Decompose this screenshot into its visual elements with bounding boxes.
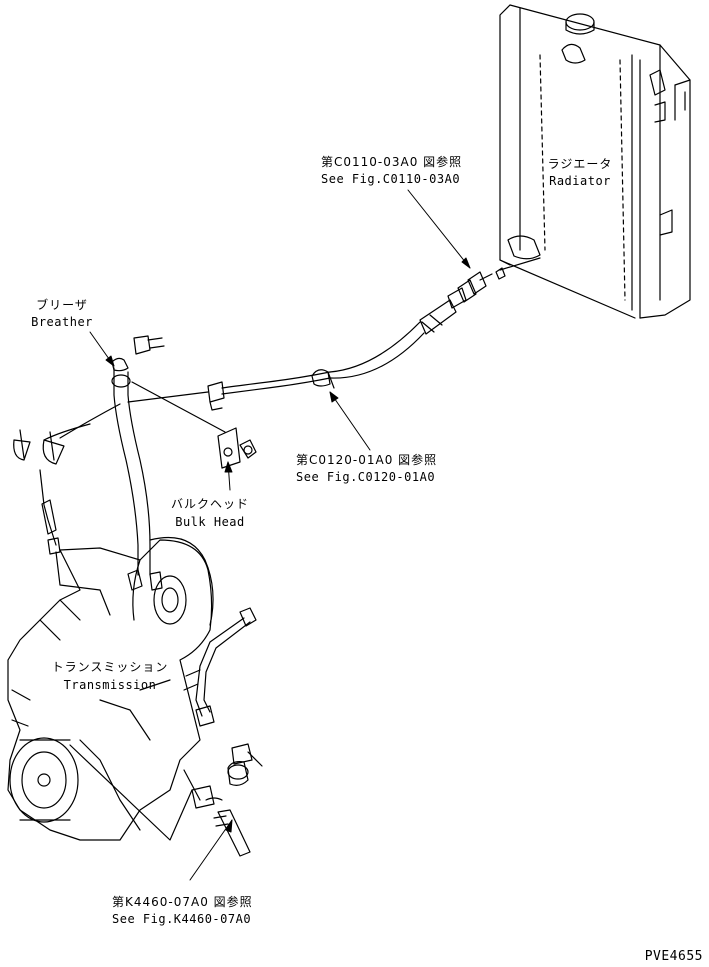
radiator-label-en: Radiator	[549, 174, 611, 188]
breather-label-jp: ブリーザ	[36, 298, 88, 312]
left-clips-drawing	[13, 423, 101, 591]
sensor-drawing	[191, 743, 263, 857]
ref-k4460-label-en: See Fig.K4460-07A0	[112, 912, 252, 926]
transmission-drawing	[7, 536, 214, 841]
bulk-head-label-jp: バルクヘッド	[170, 497, 249, 511]
transmission-tube-drawing	[183, 607, 257, 727]
breather-pipe-drawing	[111, 335, 226, 576]
radiator-drawing	[495, 4, 691, 319]
drawing-code: PVE4655	[644, 949, 703, 964]
ref-c0120-label-en: See Fig.C0120-01A0	[296, 470, 436, 484]
bulk-head-drawing	[217, 427, 257, 469]
radiator-label-jp: ラジエータ	[547, 157, 613, 171]
ref-k4460-label-jp: 第K4460-07A0 図参照	[112, 895, 253, 909]
breather-hose-drawing	[59, 271, 493, 439]
transmission-label-jp: トランスミッション	[51, 660, 169, 674]
bulk-head-label-en: Bulk Head	[175, 515, 245, 529]
ref-c0110-label-en: See Fig.C0110-03A0	[321, 172, 461, 186]
breather-label-en: Breather	[31, 315, 93, 329]
ref-c0110-label-jp: 第C0110-03A0 図参照	[321, 155, 463, 169]
ref-c0120-label-jp: 第C0120-01A0 図参照	[296, 453, 438, 467]
transmission-label-en: Transmission	[63, 678, 157, 692]
leader-lines	[89, 189, 471, 881]
